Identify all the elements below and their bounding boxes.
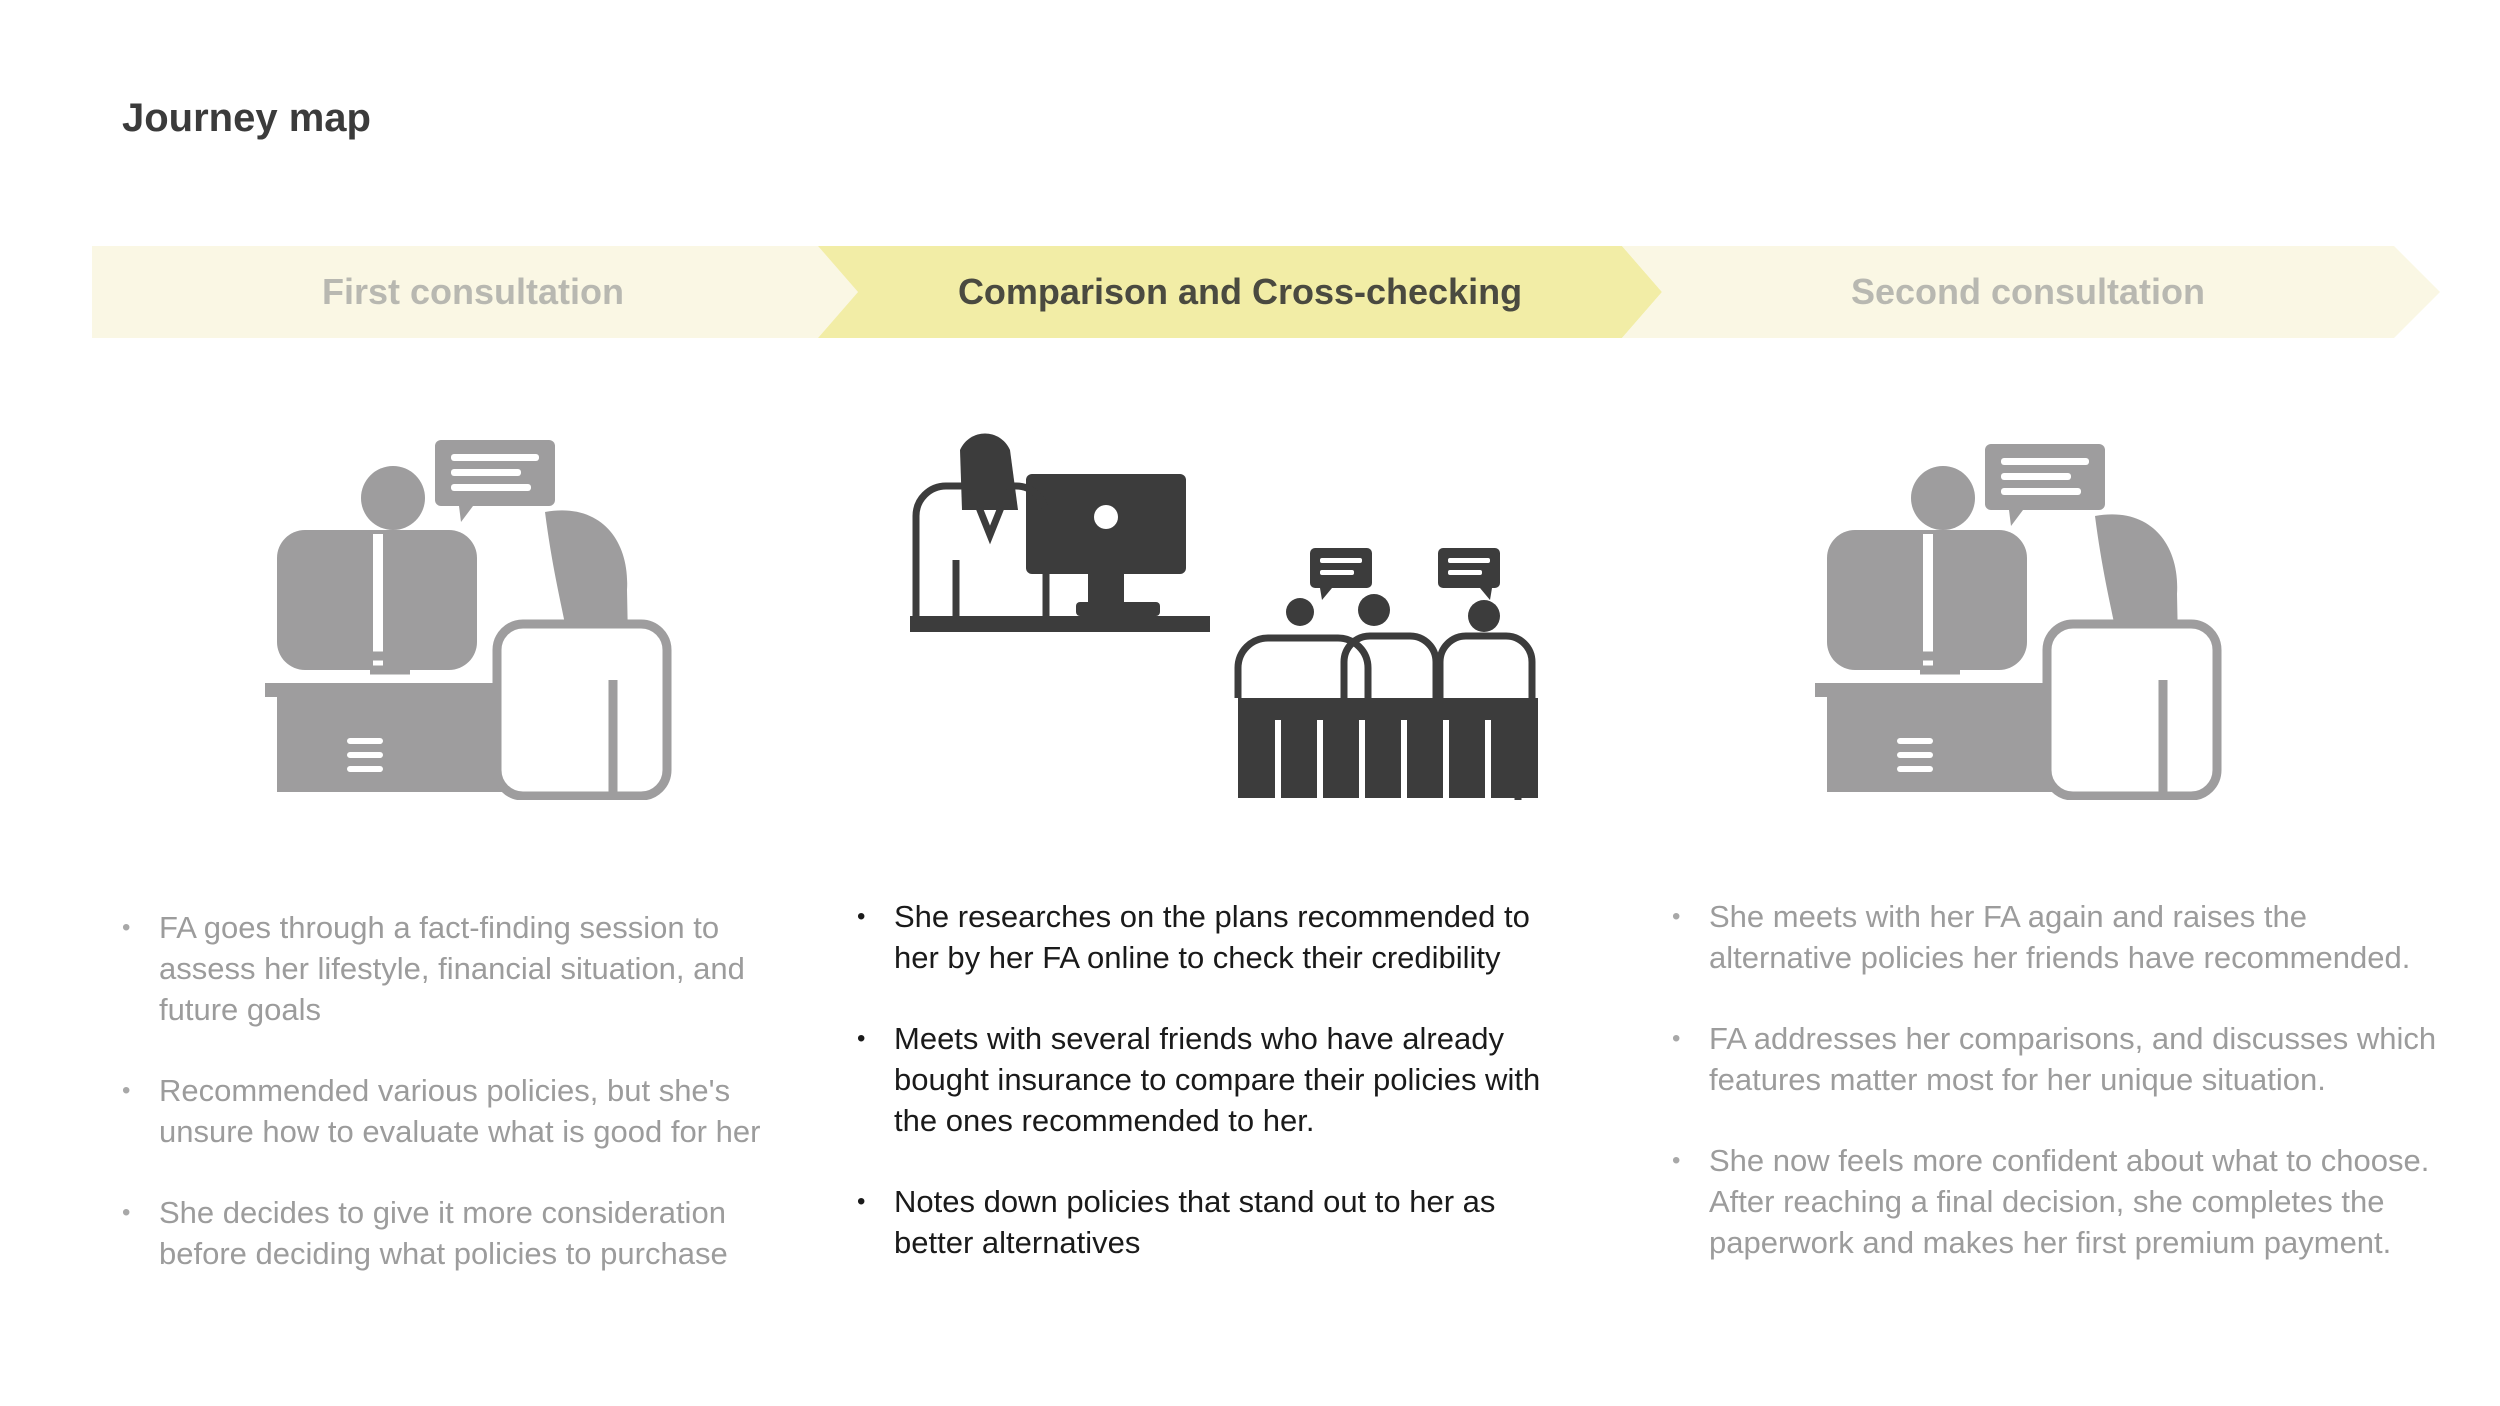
list-item: She now feels more confident about what … (1672, 1140, 2452, 1263)
stage-arrow-first (92, 246, 858, 338)
list-item: She decides to give it more consideratio… (122, 1192, 802, 1274)
advisor-meeting-icon (265, 440, 672, 800)
stage-bullets-comparison: She researches on the plans recommended … (857, 896, 1577, 1303)
stage-arrow-comparison (818, 246, 1662, 338)
list-item: Meets with several friends who have alre… (857, 1018, 1577, 1141)
list-item: Notes down policies that stand out to he… (857, 1181, 1577, 1263)
stage-bullets-second: She meets with her FA again and raises t… (1672, 896, 2452, 1303)
stage-label-first-consultation: First consultation (321, 271, 624, 312)
advisor-meeting-icon (1815, 444, 2222, 800)
list-item: She researches on the plans recommended … (857, 896, 1577, 978)
stage-label-second-consultation: Second consultation (1850, 271, 2206, 312)
online-research-and-friends-discussion-icon (910, 433, 1538, 800)
list-item: She meets with her FA again and raises t… (1672, 896, 2452, 978)
stage-arrow-second (1622, 246, 2440, 338)
list-item: Recommended various policies, but she's … (122, 1070, 802, 1152)
stage-bullets-first: FA goes through a fact-finding session t… (122, 907, 802, 1314)
list-item: FA goes through a fact-finding session t… (122, 907, 802, 1030)
stage-label-comparison: Comparison and Cross-checking (957, 271, 1523, 312)
list-item: FA addresses her comparisons, and discus… (1672, 1018, 2452, 1100)
page-title: Journey map (122, 96, 371, 140)
